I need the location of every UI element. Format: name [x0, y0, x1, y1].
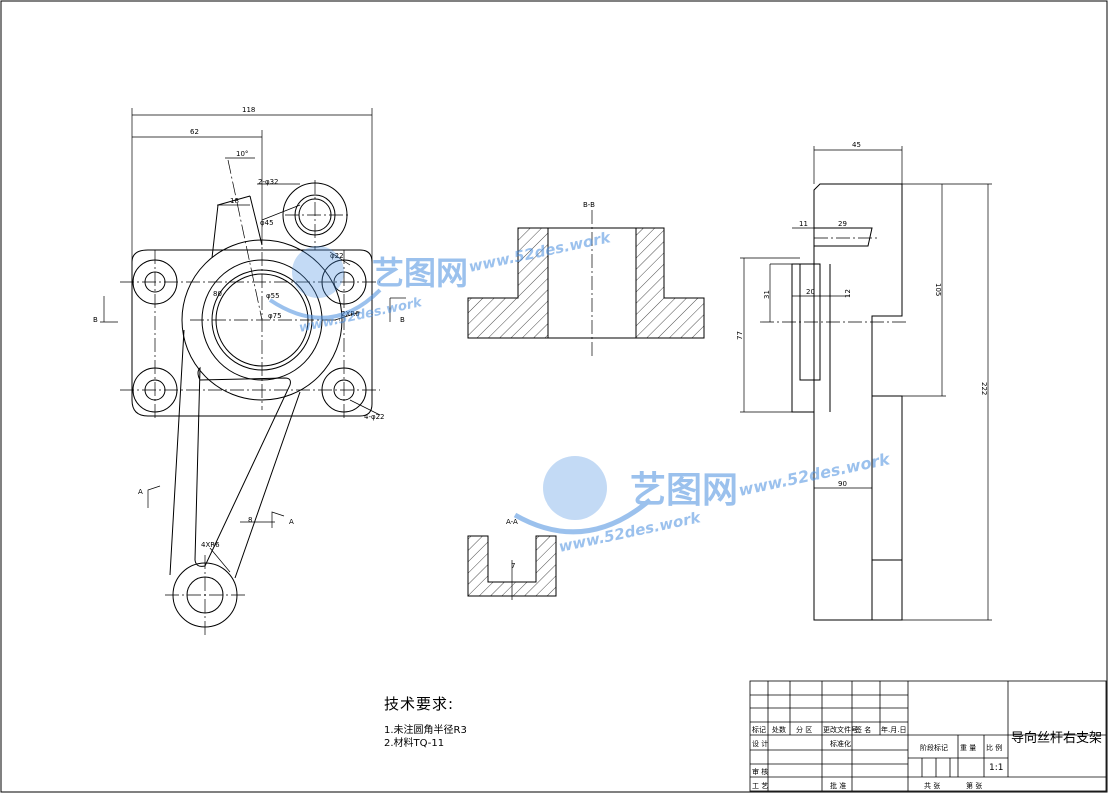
rev-header-doc: 更改文件号 — [823, 725, 858, 734]
cut-mark-b-right: B — [400, 316, 405, 324]
dim-80: 80 — [213, 290, 222, 298]
tb-design: 设 计 — [752, 739, 768, 748]
dim-2xr6: 2XR6 — [341, 310, 360, 318]
tb-stage-mark: 阶段标记 — [920, 743, 948, 752]
front-view-dimensions: 118 62 10° 2-φ32 18 φ45 80 φ75 φ55 2XR6 … — [93, 106, 405, 549]
dim-4xr6: 4XR6 — [201, 541, 220, 549]
rev-header-date: 年.月.日 — [881, 725, 906, 734]
cut-mark-a-right: A — [289, 518, 294, 526]
dim-77: 77 — [736, 331, 744, 340]
dim-18: 18 — [230, 197, 239, 205]
technical-requirements-title: 技术要求: — [384, 695, 455, 713]
watermark-brand-top: 艺图网 — [372, 254, 468, 292]
dim-118: 118 — [242, 106, 255, 114]
rev-header-zone: 分 区 — [796, 725, 812, 734]
technical-requirements: 技术要求: 1.未注圆角半径R3 2.材料TQ-11 — [384, 693, 604, 750]
watermark-logo-middle: 艺图网 www.52des.work www.52des.work — [513, 449, 893, 556]
rev-header-sign: 签 名 — [855, 725, 871, 734]
dim-2phi32: 2-φ32 — [258, 178, 279, 186]
dim-31: 31 — [763, 290, 771, 299]
tb-standardize: 标准化 — [830, 739, 851, 748]
dim-11: 11 — [799, 220, 808, 228]
dim-222: 222 — [980, 382, 988, 395]
section-b-b — [467, 210, 705, 358]
watermark-url-top: www.52des.work — [298, 295, 425, 336]
section-a-a — [467, 535, 557, 600]
dim-phi45: φ45 — [260, 219, 274, 227]
side-view — [740, 146, 992, 621]
technical-requirement-2: 2.材料TQ-11 — [384, 738, 445, 749]
title-block — [749, 680, 1107, 792]
dim-4phi22: 4-φ22 — [364, 413, 385, 421]
title-block-text: 标记 处数 分 区 更改文件号 签 名 年.月.日 设 计 标准化 阶段标记 重… — [752, 725, 1102, 790]
tb-scale-label: 比 例 — [986, 743, 1002, 752]
dim-phi55: φ55 — [266, 292, 280, 300]
dim-phi22: φ22 — [330, 252, 344, 260]
side-view-dimensions: 45 11 29 31 20 12 77 105 90 222 — [736, 141, 988, 488]
dim-105: 105 — [934, 283, 942, 296]
watermark-brand-middle: 艺图网 — [630, 470, 738, 511]
drawing-title: 导向丝杆右支架 — [1011, 730, 1102, 746]
tb-process: 工 艺 — [752, 782, 768, 790]
dim-62: 62 — [190, 128, 199, 136]
front-view — [100, 108, 406, 635]
dim-90: 90 — [838, 480, 847, 488]
dim-45: 45 — [852, 141, 861, 149]
rev-header-mark: 标记 — [752, 725, 766, 734]
dim-phi75: φ75 — [268, 312, 282, 320]
watermark-url-middle-right: www.52des.work — [737, 449, 893, 500]
cut-mark-a-left: A — [138, 488, 143, 496]
dim-7: 7 — [511, 562, 515, 570]
tb-sheets-total: 共 张 — [924, 781, 940, 790]
watermark-logo-top: 艺图网 www.52des.work www.52des.work — [268, 228, 613, 336]
dim-8: 8 — [248, 516, 252, 524]
dim-12: 12 — [844, 289, 852, 298]
tb-scale-value: 1:1 — [989, 763, 1003, 773]
dim-29: 29 — [838, 220, 847, 228]
dim-20: 20 — [806, 288, 815, 296]
rev-header-count: 处数 — [772, 725, 786, 734]
cut-mark-b-left: B — [93, 316, 98, 324]
tb-sheet-no: 第 张 — [966, 781, 982, 790]
tb-approve: 批 准 — [830, 781, 846, 790]
dim-10deg: 10° — [236, 150, 248, 158]
technical-requirement-1: 1.未注圆角半径R3 — [384, 725, 467, 736]
tb-weight: 重 量 — [960, 744, 976, 752]
tb-review: 审 核 — [752, 767, 768, 776]
section-b-b-label: B-B — [583, 201, 595, 209]
section-a-a-label: A-A — [506, 518, 518, 526]
